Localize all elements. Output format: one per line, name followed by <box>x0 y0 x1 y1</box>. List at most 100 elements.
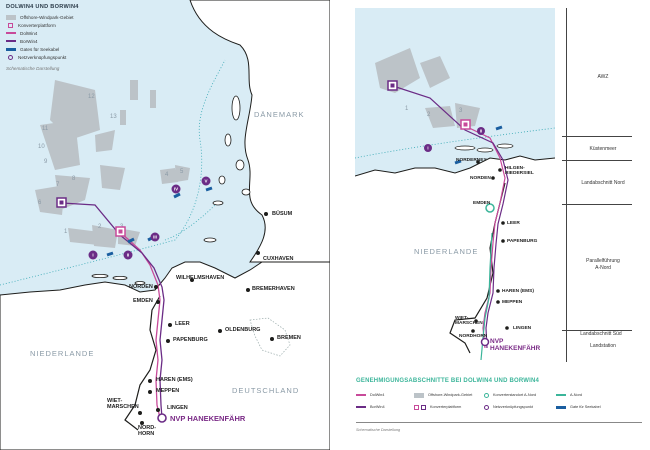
dotted-boundaries <box>0 59 226 286</box>
gate-labels-right: I II <box>427 129 482 151</box>
bl-konvstat: Konverterstandort A-Nord <box>484 391 536 399</box>
country-denmark: DÄNEMARK <box>254 110 305 119</box>
zone-awz: AWZ <box>597 74 609 80</box>
city-bremen: BREMEN <box>277 335 301 341</box>
zone-sep-1 <box>562 136 632 137</box>
legend-gates: Gates für Seekabel <box>6 45 74 53</box>
bl-anord: A-Nord <box>556 391 582 399</box>
city-buesum: BÜSUM <box>272 211 293 217</box>
islands <box>91 95 251 285</box>
city-haren-left: HAREN (EMS) <box>156 377 193 383</box>
gate-label-3: IV <box>174 187 178 192</box>
city-leer-left: LEER <box>175 321 190 327</box>
city-nordhorn-left: NORD- HORN <box>138 425 157 437</box>
bl-wind: Offshore-Windpark-Gebiet <box>414 391 472 399</box>
a-nord-line-icon <box>556 394 566 396</box>
legend-label: Offshore-Windpark-Gebiet <box>20 14 74 20</box>
zone-kuestenmeer: Küstenmeer <box>589 146 617 152</box>
zone-num-r-2: 2 <box>427 112 431 118</box>
dolwin-line-icon <box>356 394 366 396</box>
dolwin4-cable-left <box>119 231 161 419</box>
zone-num-5: 5 <box>180 169 184 175</box>
city-papenburg-right: PAPENBURG <box>507 239 538 244</box>
zone-num-r-3: 3 <box>459 108 463 114</box>
bl-gates: Gate für Seekabel <box>556 403 601 411</box>
converter-icon <box>421 404 426 410</box>
wind-area-icon <box>6 14 16 20</box>
converter-icon <box>414 404 419 410</box>
zone-sep-2 <box>562 160 632 161</box>
legend-label: Gate für Seekabel <box>570 405 601 409</box>
legend-label: Netzverknüpfungspunkt <box>493 405 533 409</box>
nvp-hanekenfaehr-right: NVP HANEKENFÄHR <box>490 338 541 352</box>
city-norderney: NORDERNEY <box>456 158 487 163</box>
gate-markers-right <box>424 127 485 152</box>
islands-right <box>454 143 514 153</box>
bl-konv: Konverterplattform <box>414 403 461 411</box>
right-map: 1 2 3 I II <box>355 8 555 363</box>
zone-num-1: 1 <box>64 229 68 235</box>
bl-dolwin: DolWin4 <box>356 391 384 399</box>
city-lingen-left: LINGEN <box>167 405 188 411</box>
city-wietmarschen-left: WIET- MARSCHEN <box>107 398 139 410</box>
country-netherlands-left: NIEDERLANDE <box>30 349 95 358</box>
legend-label: Konverterplattform <box>18 22 56 28</box>
north-sea-left <box>0 0 330 295</box>
gate-label-r-1: II <box>480 129 482 134</box>
nvp-hanekenfaehr-marker-right <box>480 337 490 347</box>
zone-num-10: 10 <box>38 144 45 150</box>
country-germany: DEUTSCHLAND <box>232 386 300 395</box>
city-emden-right: EMDEN <box>473 201 491 206</box>
city-leer-right: LEER <box>507 221 520 226</box>
dolwin4-cable-right <box>464 125 506 349</box>
city-nordhorn-right: NORDHORN <box>459 334 488 339</box>
dolwin-line-icon <box>6 32 16 34</box>
city-norden-right: NORDEN <box>470 176 491 181</box>
zone-num-11: 11 <box>42 126 49 132</box>
bottom-legend-note: Schematische Darstellung <box>356 428 401 432</box>
zone-num-2: 2 <box>98 224 102 230</box>
city-papenburg-left: PAPENBURG <box>173 337 208 343</box>
legend-label: Konverterplattform <box>430 405 462 409</box>
nl-de-border <box>124 295 161 431</box>
gate-labels-left: I II III IV V <box>92 179 207 258</box>
zone-divider-line <box>566 8 567 362</box>
bl-netz: Netzverknüpfungspunkt <box>484 403 533 411</box>
city-haren-right: HAREN (EMS) <box>502 289 534 294</box>
city-lingen-right: LINGEN <box>513 326 532 331</box>
city-norden-left: NORDEN <box>129 284 153 290</box>
gate-markers-left <box>88 176 211 260</box>
borwin-line-icon <box>356 406 366 408</box>
north-sea-right <box>355 8 555 176</box>
city-dots-right <box>471 160 509 333</box>
zone-landabschnitt-sued: Landabschnitt Süd <box>580 331 622 337</box>
nvp-hanekenfaehr-marker-left <box>157 413 167 423</box>
gate-label-0: I <box>92 253 93 258</box>
bl-borwin: BorWin4 <box>356 403 385 411</box>
bottom-legend-title: GENEHMIGUNGSABSCHNITTE BEI DOLWIN4 UND B… <box>356 378 540 384</box>
legend-label: BorWin4 <box>370 405 385 409</box>
konverterstandort-marker <box>485 203 495 213</box>
converter-platforms-left <box>56 197 126 237</box>
borwin4-cable-right <box>392 85 509 349</box>
converter-icon <box>8 22 13 28</box>
country-netherlands-right: NIEDERLANDE <box>414 247 479 256</box>
gate-label-r-0: I <box>427 146 428 151</box>
legend-label: Offshore-Windpark-Gebiet <box>428 393 473 397</box>
zone-num-7: 7 <box>56 182 60 188</box>
coast-right <box>355 155 555 177</box>
zone-num-4: 4 <box>165 172 169 178</box>
zone-num-12: 12 <box>88 94 95 100</box>
left-legend: Offshore-Windpark-Gebiet Konverterplattf… <box>6 13 74 71</box>
german-coast <box>0 261 330 450</box>
legend-dolwin: DolWin4 <box>6 29 74 37</box>
legend-konv: Konverterplattform <box>6 21 74 29</box>
wind-areas-left <box>35 80 190 248</box>
legend-label: Gates für Seekabel <box>20 46 60 52</box>
legend-label: Konverterstandort A-Nord <box>493 393 537 397</box>
zone-landstation: Landstation <box>590 343 616 349</box>
gates-right <box>454 125 503 165</box>
legend-label: A-Nord <box>570 393 583 397</box>
converter-site-icon <box>484 392 489 398</box>
left-map-note: Schematische Darstellung <box>6 66 60 71</box>
